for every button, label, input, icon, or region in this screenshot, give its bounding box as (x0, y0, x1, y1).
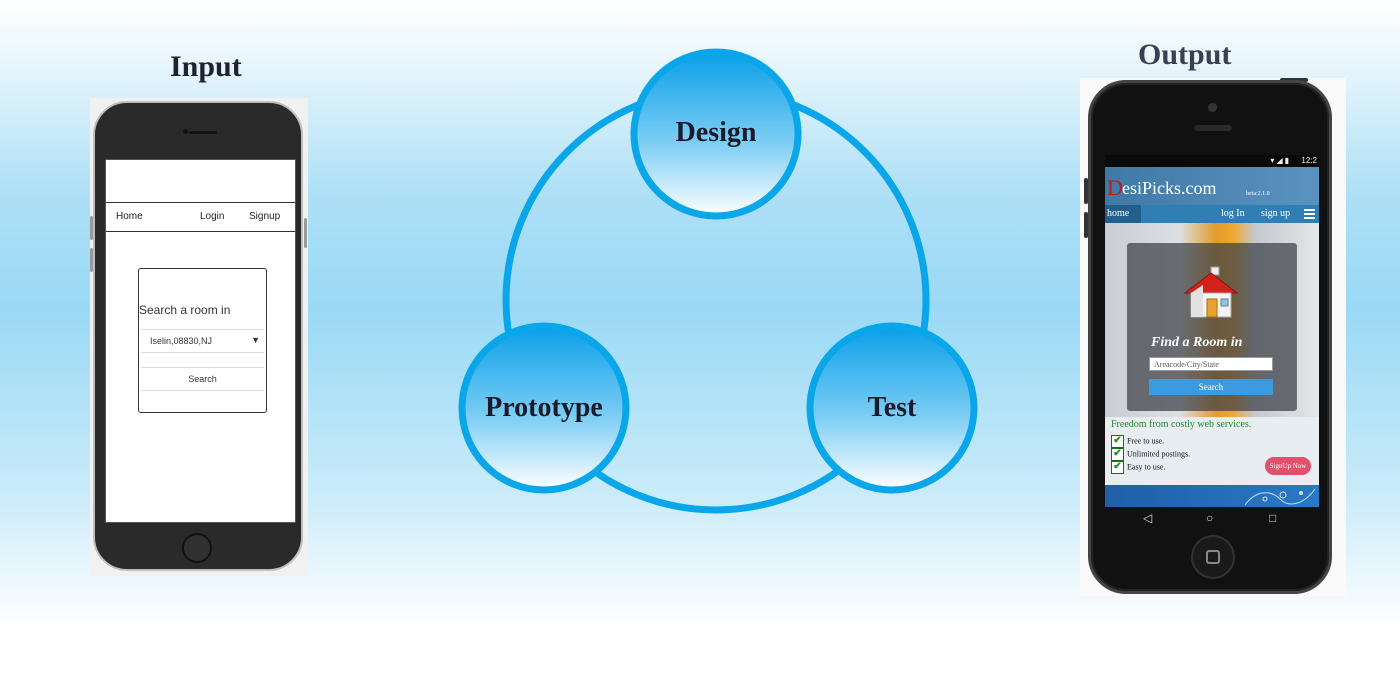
location-select-value: Iselin,08830,NJ (150, 336, 213, 346)
node-test: Test (806, 322, 978, 494)
recent-apps-icon[interactable]: □ (1269, 511, 1277, 525)
nav-signup-link[interactable]: sign up (1261, 208, 1291, 219)
input-phone-screen: Home Login Signup Search a room in Iseli… (105, 159, 296, 523)
output-phone-screen: ▾◢▮ 12:2 D esiPicks.com beta:2.1.0 home … (1105, 155, 1319, 507)
house-icon (1183, 266, 1239, 318)
power-button (304, 218, 307, 248)
speaker-icon (1194, 125, 1232, 131)
output-nav: home log In sign up (1105, 205, 1319, 223)
volume-button (90, 248, 93, 272)
volume-button (90, 216, 93, 240)
checkbox-icon: ✔ (1111, 435, 1124, 448)
search-card: Search a room in Iselin,08830,NJ ▼ Searc… (138, 268, 267, 413)
node-prototype-label: Prototype (485, 392, 603, 423)
location-input[interactable]: Areacode/City/State (1149, 357, 1273, 371)
node-test-label: Test (868, 392, 917, 423)
status-time: 12:2 (1301, 156, 1317, 165)
features-title: Freedom from costly web services. (1111, 419, 1252, 430)
output-heading: Output (1138, 38, 1232, 71)
signal-icon: ▾◢▮ (1270, 156, 1291, 165)
input-nav: Home Login Signup (106, 203, 295, 232)
node-design: Design (630, 48, 802, 220)
output-phone-body: ▾◢▮ 12:2 D esiPicks.com beta:2.1.0 home … (1088, 80, 1332, 594)
home-icon[interactable]: ○ (1206, 511, 1214, 525)
phone-home-button (182, 533, 212, 563)
feature-item: ✔Easy to use. (1111, 461, 1165, 474)
volume-button (1084, 178, 1088, 204)
features-box: Freedom from costly web services. ✔Free … (1105, 417, 1319, 485)
feature-item: ✔Unlimited postings. (1111, 448, 1190, 461)
input-phone: Home Login Signup Search a room in Iseli… (90, 98, 308, 576)
speaker-icon (189, 131, 217, 134)
hero-title: Find a Room in (1151, 335, 1243, 350)
nav-home-link[interactable]: Home (116, 211, 143, 222)
input-heading: Input (170, 50, 242, 83)
checkbox-icon: ✔ (1111, 461, 1124, 474)
brand-version: beta:2.1.0 (1246, 191, 1270, 197)
hero-section: Find a Room in Areacode/City/State Searc… (1105, 223, 1319, 417)
nav-login-link[interactable]: log In (1221, 208, 1245, 219)
brand-bar: D esiPicks.com beta:2.1.0 (1105, 167, 1319, 205)
feature-item: ✔Free to use. (1111, 435, 1164, 448)
camera-icon (183, 129, 188, 134)
search-button[interactable]: Search (1149, 379, 1273, 395)
search-panel: Find a Room in Areacode/City/State Searc… (1127, 243, 1297, 411)
back-icon[interactable]: ◁ (1143, 511, 1153, 525)
footer-decoration (1105, 485, 1319, 507)
design-cycle-diagram: Design Prototype Test (458, 48, 978, 514)
node-prototype: Prototype (458, 322, 630, 494)
search-label: Search a room in (139, 303, 231, 317)
output-phone: ▾◢▮ 12:2 D esiPicks.com beta:2.1.0 home … (1080, 78, 1346, 596)
nav-home-link[interactable]: home (1105, 205, 1141, 223)
brand-logo-text: esiPicks.com (1122, 178, 1217, 198)
status-bar: ▾◢▮ 12:2 (1105, 155, 1319, 167)
camera-icon (1208, 103, 1217, 112)
input-header (106, 160, 295, 203)
input-phone-body: Home Login Signup Search a room in Iseli… (93, 101, 303, 571)
search-button[interactable]: Search (141, 367, 264, 391)
checkbox-icon: ✔ (1111, 448, 1124, 461)
location-select[interactable]: Iselin,08830,NJ ▼ (141, 329, 264, 353)
hamburger-menu-icon[interactable] (1304, 209, 1315, 219)
android-nav-bar: ◁ ○ □ (1105, 507, 1319, 529)
chevron-down-icon: ▼ (251, 335, 260, 345)
brand-logo-letter: D (1107, 175, 1123, 200)
nav-login-link[interactable]: Login (200, 211, 225, 222)
home-square-icon (1206, 550, 1220, 564)
node-design-label: Design (676, 117, 757, 148)
phone-home-button (1191, 535, 1235, 579)
nav-signup-link[interactable]: Signup (249, 211, 281, 222)
volume-button (1084, 212, 1088, 238)
signup-now-button[interactable]: SignUp Now (1265, 457, 1311, 475)
